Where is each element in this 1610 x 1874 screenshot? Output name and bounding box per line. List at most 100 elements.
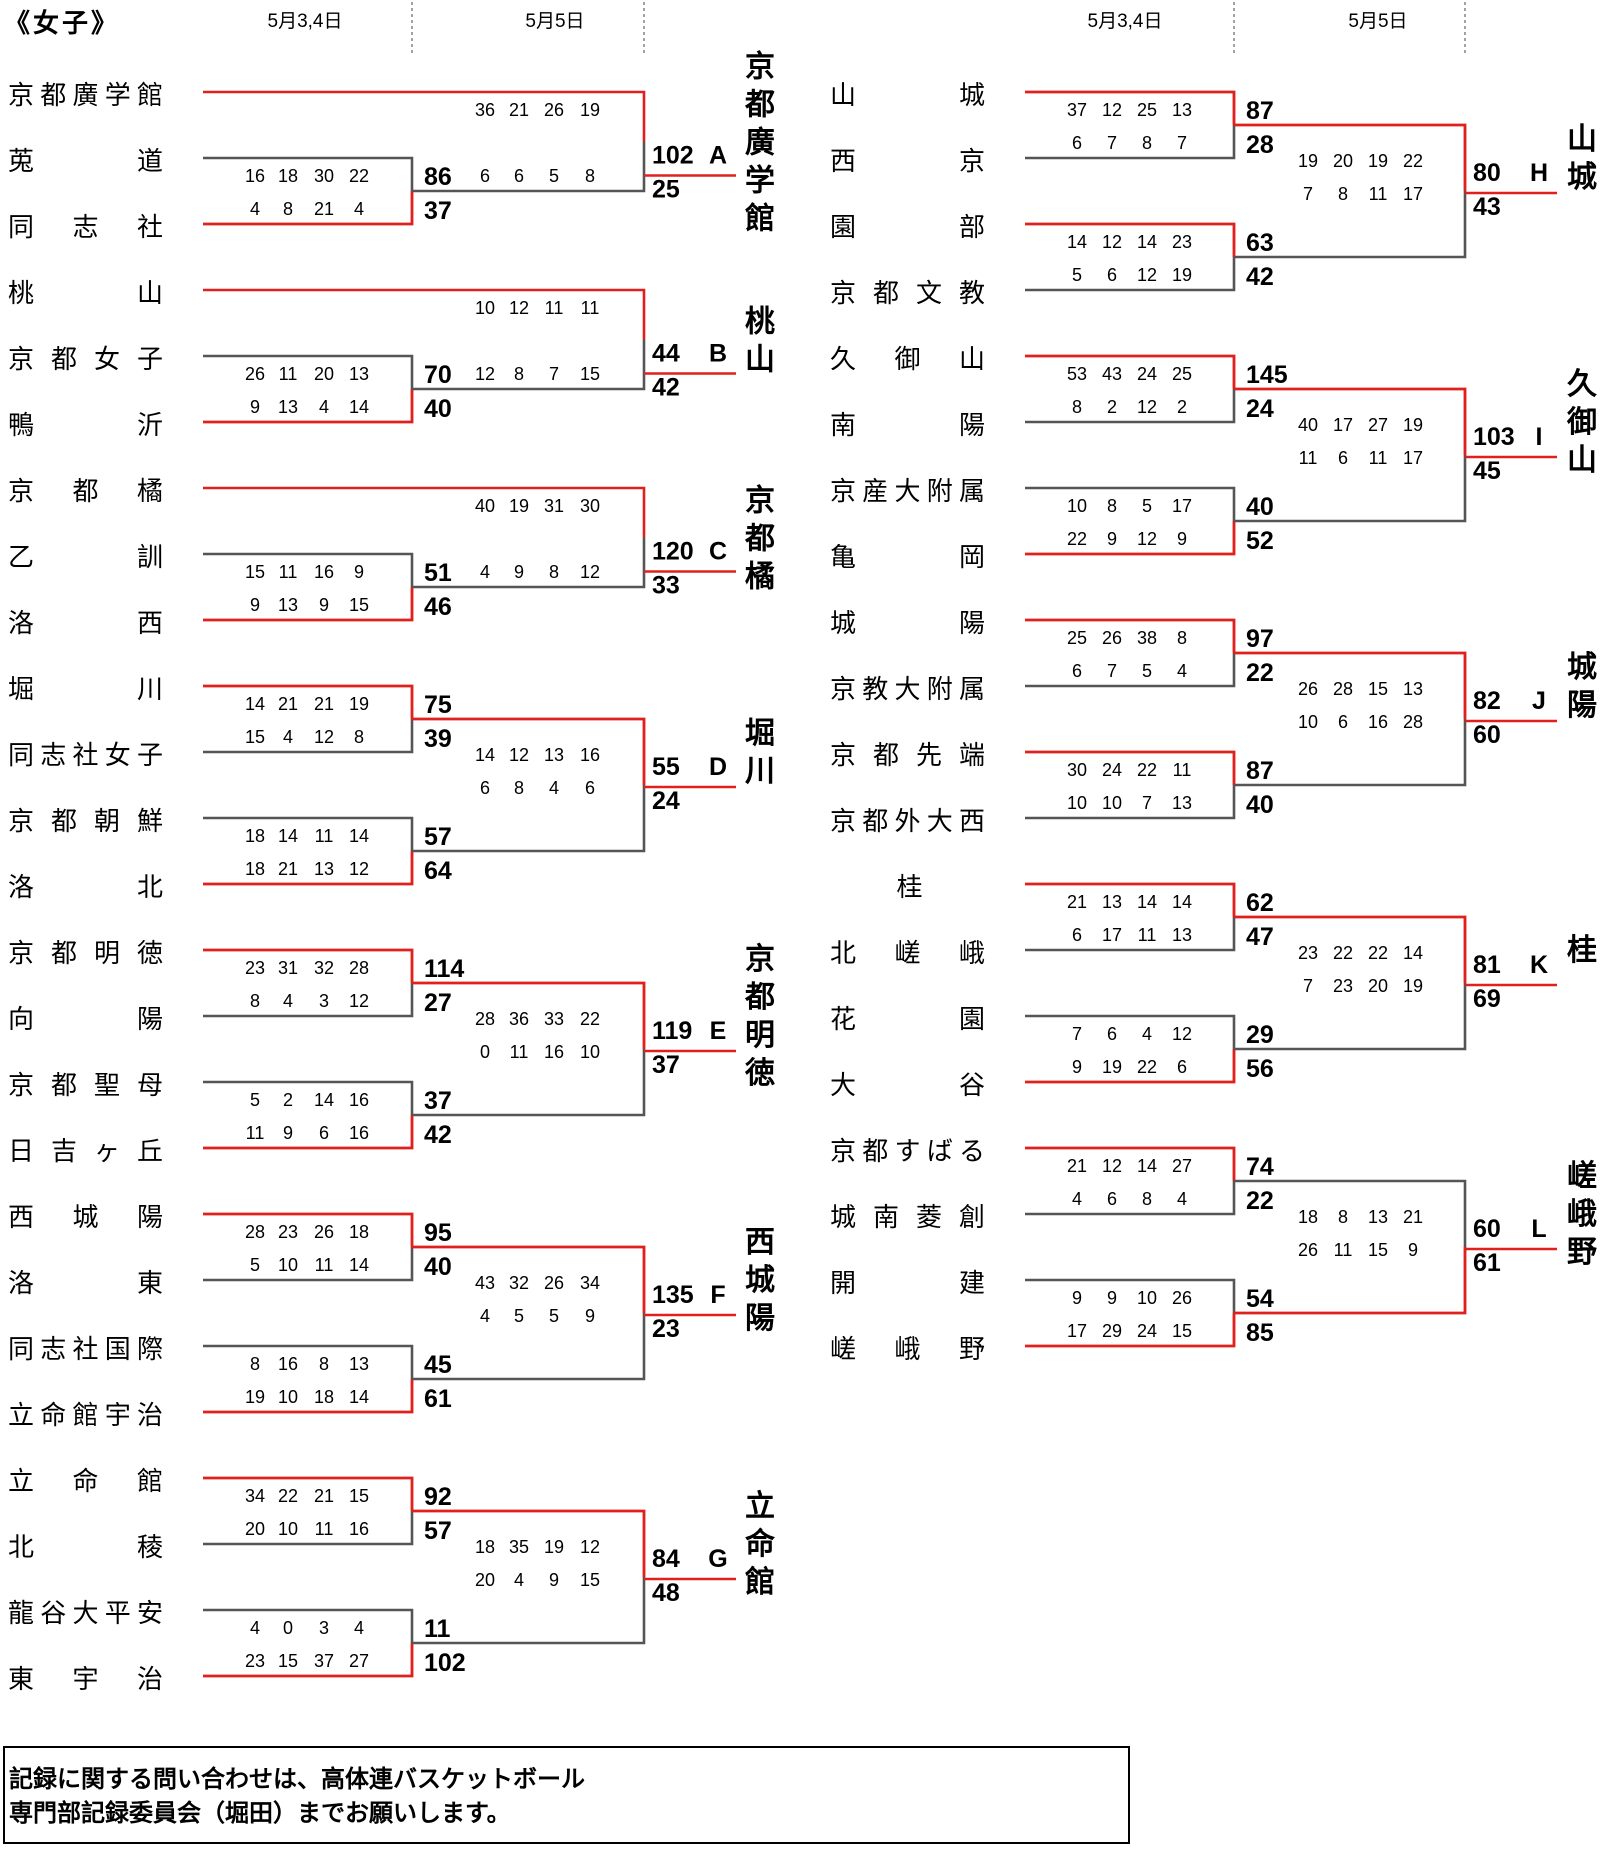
quarter-score: 8 — [250, 1354, 260, 1374]
quarter-score: 6 — [1107, 1024, 1117, 1044]
quarter-score: 13 — [349, 1354, 369, 1374]
quarter-score: 10 — [580, 1042, 600, 1062]
bracket-line — [1025, 257, 1236, 292]
quarter-score: 25 — [1137, 100, 1157, 120]
quarter-score: 26 — [1298, 679, 1318, 699]
team-name: 同志社女子 — [8, 741, 163, 771]
team-name: 久御山 — [830, 345, 985, 375]
bracket-line — [1234, 1247, 1467, 1315]
game-score: 84 — [652, 1545, 680, 1573]
bracket-line — [203, 1344, 414, 1379]
quarter-score: 9 — [1107, 1288, 1117, 1308]
block-letter: K — [1530, 951, 1548, 979]
quarter-score: 10 — [278, 1387, 298, 1407]
bracket-line — [203, 389, 414, 424]
bracket-line — [203, 191, 414, 226]
quarter-score: 35 — [509, 1537, 529, 1557]
team-name: 京都聖母 — [8, 1071, 163, 1101]
quarter-score: 7 — [549, 364, 559, 384]
game-score: 39 — [424, 725, 452, 753]
game-score: 37 — [652, 1051, 680, 1079]
bracket-line — [203, 288, 646, 340]
quarter-score: 12 — [349, 991, 369, 1011]
quarter-score: 8 — [1107, 496, 1117, 516]
quarter-score: 8 — [319, 1354, 329, 1374]
bracket-line — [412, 785, 646, 853]
game-score: 60 — [1473, 1215, 1501, 1243]
quarter-score: 22 — [278, 1486, 298, 1506]
quarter-score: 13 — [1102, 892, 1122, 912]
game-score: 57 — [424, 1517, 452, 1545]
quarter-score: 21 — [314, 1486, 334, 1506]
quarter-score: 5 — [1072, 265, 1082, 285]
quarter-score: 19 — [1403, 415, 1423, 435]
quarter-score: 11 — [315, 826, 334, 846]
quarter-score: 20 — [314, 364, 334, 384]
quarter-score: 12 — [1172, 1024, 1192, 1044]
quarter-score: 22 — [1067, 529, 1087, 549]
team-name: 園部 — [830, 213, 985, 243]
game-score: 61 — [424, 1385, 452, 1413]
block-letter: F — [710, 1281, 725, 1309]
bracket-line — [203, 851, 414, 886]
game-score: 42 — [652, 374, 680, 402]
quarter-score: 20 — [1333, 151, 1353, 171]
bracket-line — [203, 1379, 414, 1414]
game-score: 75 — [424, 691, 452, 719]
quarter-score: 17 — [1102, 925, 1122, 945]
quarter-score: 8 — [514, 778, 524, 798]
quarter-score: 40 — [1298, 415, 1318, 435]
quarter-score: 23 — [1172, 232, 1192, 252]
quarter-score: 18 — [475, 1537, 495, 1557]
quarter-score: 12 — [580, 1537, 600, 1557]
quarter-score: 17 — [1172, 496, 1192, 516]
team-name: 龍谷大平安 — [8, 1599, 163, 1629]
bracket-line — [412, 1245, 646, 1313]
quarter-score: 23 — [245, 958, 265, 978]
quarter-score: 15 — [245, 562, 265, 582]
bracket-line — [203, 587, 414, 622]
quarter-score: 11 — [510, 1042, 529, 1062]
quarter-score: 6 — [514, 166, 524, 186]
block-letter: H — [1530, 159, 1548, 187]
team-name: 北嵯峨 — [830, 939, 985, 969]
quarter-score: 12 — [1137, 529, 1157, 549]
game-score: 40 — [424, 1253, 452, 1281]
bracket-line — [1234, 1179, 1467, 1247]
quarter-score: 9 — [1408, 1240, 1418, 1260]
quarter-score: 5 — [1142, 496, 1152, 516]
quarter-score: 6 — [1107, 265, 1117, 285]
bracket-line — [412, 537, 646, 589]
quarter-score: 4 — [1177, 661, 1187, 681]
bracket-line — [203, 851, 414, 886]
quarter-score: 18 — [245, 826, 265, 846]
quarter-score: 11 — [545, 298, 564, 318]
quarter-score: 23 — [1298, 943, 1318, 963]
quarter-score: 11 — [246, 1123, 265, 1143]
quarter-score: 5 — [250, 1090, 260, 1110]
team-name: 京都外大西 — [830, 807, 985, 837]
game-score: 119 — [652, 1017, 692, 1045]
bracket-line — [1025, 882, 1236, 917]
team-name: 京都廣学館 — [8, 81, 163, 111]
bracket-line — [1025, 1014, 1236, 1049]
bracket-line — [203, 1080, 414, 1115]
quarter-score: 37 — [314, 1651, 334, 1671]
quarter-score: 2 — [1107, 397, 1117, 417]
quarter-score: 17 — [1333, 415, 1353, 435]
quarter-score: 4 — [319, 397, 329, 417]
quarter-score: 4 — [549, 778, 559, 798]
quarter-score: 9 — [1107, 529, 1117, 549]
bracket-line — [1025, 1146, 1236, 1181]
quarter-score: 4 — [354, 199, 364, 219]
quarter-score: 10 — [278, 1255, 298, 1275]
game-score: 22 — [1246, 1187, 1274, 1215]
quarter-score: 0 — [283, 1618, 293, 1638]
quarter-score: 16 — [349, 1090, 369, 1110]
game-score: 46 — [424, 593, 452, 621]
quarter-score: 19 — [544, 1537, 564, 1557]
quarter-score: 26 — [544, 1273, 564, 1293]
game-score: 40 — [424, 395, 452, 423]
bracket-line — [1234, 387, 1467, 455]
game-score: 37 — [424, 1087, 452, 1115]
